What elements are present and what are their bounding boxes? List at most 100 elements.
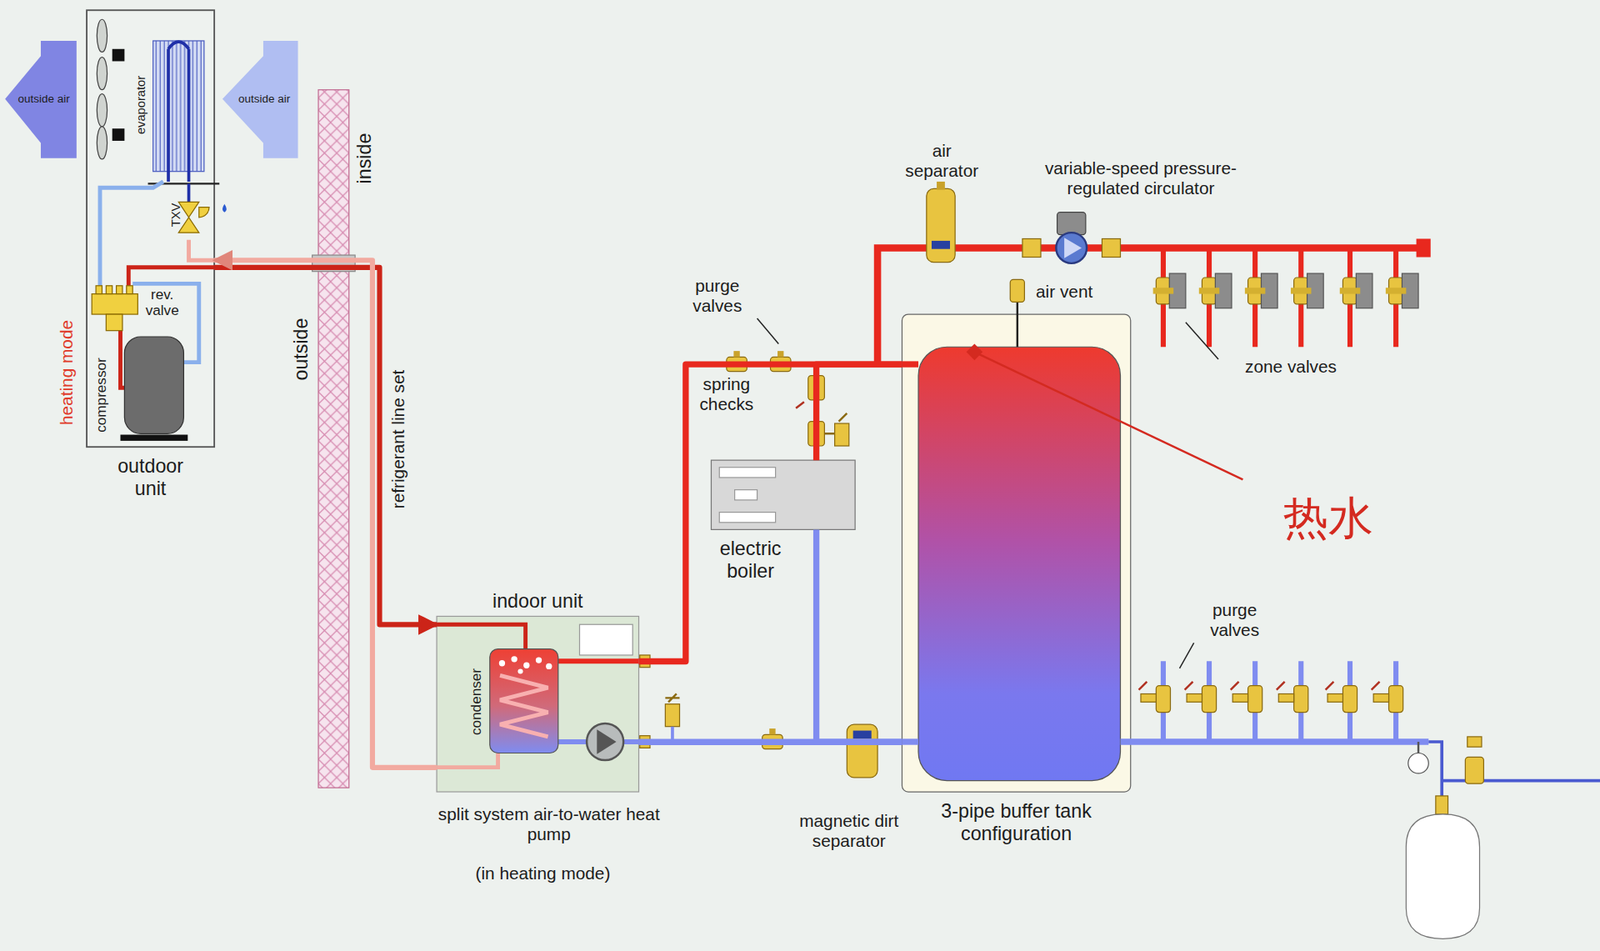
leader-line [1180,642,1195,669]
txv-valve-part [222,204,227,213]
air-separator-symbol-part [931,240,950,250]
reversing-valve-part [105,314,123,331]
heat-pump-circulator-part [586,723,624,760]
condenser-node: condenser [467,649,559,754]
node-label: compressor [94,357,111,432]
circulator-symbol-part [1064,237,1082,258]
electric-boiler: electric boiler [710,460,855,530]
heating-system-illustration-part [1417,741,1420,753]
electric-boiler-cabinet [710,460,855,530]
condenser-vessel-part [510,655,517,662]
supply-valves-part [726,350,747,371]
air-arrow [222,40,299,159]
tank-valve [1435,795,1449,815]
txv-valve [178,201,227,233]
caption-text: (in heating mode) [475,863,610,884]
indoor-unit: indoor unitcondenser [436,616,639,793]
zone-valve-symbols-part [1385,273,1419,309]
compressor-body-part [120,435,188,441]
air-separator-symbol-part [936,181,945,190]
compressor-node: compressor [94,335,189,440]
fan [96,19,125,160]
liquid-pipe [436,752,498,767]
hot-gas-pipe [436,624,526,649]
caption-text: split system air-to-water heat pump [430,804,668,845]
node-label: 3-pipe buffer tank configuration [914,800,1119,845]
pipe-connector [214,260,437,768]
edge-label: refrigerant line set [388,369,409,508]
zone-pipes [1163,247,1396,347]
tank-body [918,346,1120,780]
part-name: zone valves [1245,356,1337,377]
electric-boiler-cabinet-part [719,467,775,478]
air-label: outside air [233,92,295,105]
outdoor-unit: outdoor unitcompressor [86,10,215,447]
fill-valve [1465,736,1484,784]
reversing-valve-part [126,285,133,295]
condenser-vessel-part [499,660,505,666]
pipe-connector [816,529,903,742]
zone-valve-symbols-part [1340,273,1373,309]
air-arrow [5,40,77,159]
vent-pipe [1016,301,1019,347]
fan-part [96,57,107,90]
condenser-vessel-part [500,675,549,736]
node-label: condenser [468,668,485,735]
header-cap [1416,238,1431,257]
zone-valve-symbols-part [1290,273,1324,309]
supply-valves-part [835,423,850,446]
outdoor-housing [86,10,215,447]
condenser-vessel-part [535,656,542,663]
air-label: outside air [13,92,75,105]
leader-line [1185,322,1219,360]
purge-valve-symbols-part [1230,681,1263,713]
reversing-valve-part [91,294,138,315]
display [580,624,634,655]
part-name: TXV [168,203,183,228]
air-vent-symbol [1010,279,1025,302]
dirt-separator-symbol-part [853,730,872,740]
part-name: variable-speed pressure-regulated circul… [1039,158,1244,199]
condenser-vessel-part [490,649,559,754]
purge-valve-symbols-part [1139,681,1171,713]
part-name: spring checks [685,374,769,415]
purge-valve-symbols-part [1371,681,1404,713]
air-separator-symbol-part [926,188,955,262]
return-header [1120,738,1429,745]
heat-pump-circulator [586,723,624,760]
air-separator-symbol [926,181,955,263]
callout-text: 热水 [1283,492,1374,545]
reversing-valve-part [116,285,123,295]
condenser-vessel [490,649,559,754]
zone-valve-symbols-part [1199,273,1232,309]
electric-boiler-cabinet-part [710,460,855,530]
side-label: outside [290,317,313,380]
compressor-body-part [124,336,184,434]
callout-marker [966,344,984,361]
part-name: air separator [898,141,986,182]
fill-pipe [1428,741,1600,815]
purge-valve-symbols-part [1325,681,1358,713]
part-name: magnetic dirt separator [777,810,920,851]
node-label: outdoor unit [110,455,192,500]
evaporator-coil-part [168,41,189,182]
circulator-symbol-part [1057,212,1086,235]
fan-part [112,49,125,62]
purge-valve-symbols-part [1185,681,1217,713]
supply-pipe [901,360,919,367]
wall [318,90,350,788]
part-name: evaporator [134,75,149,135]
supply-pipe [558,658,640,664]
condenser-vessel-part [545,663,552,670]
purge-valve-symbols-part [1276,681,1309,713]
evaporator-coil [148,40,220,184]
reversing-valve-part [95,285,102,295]
pipe-connector [214,267,437,625]
part-name: rev. valve [135,286,190,320]
purge-valve-symbols [1139,681,1404,713]
pipe-connector [816,364,903,460]
fill-valve-part [1467,736,1482,747]
supply-valves-part [824,413,847,434]
